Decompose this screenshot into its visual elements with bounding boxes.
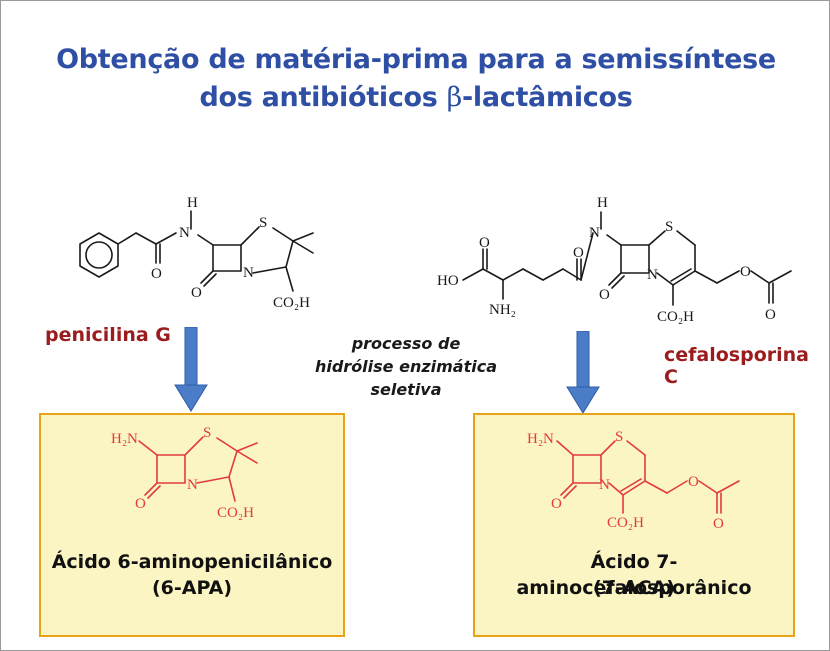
cephalosporin-atom-n-ring: N bbox=[647, 267, 658, 283]
arrow-down-right bbox=[566, 331, 600, 414]
cephalosporin-atom-ho: HO bbox=[437, 273, 459, 289]
cephalosporin-atom-n-amide: N bbox=[589, 225, 600, 241]
arrow-down-left bbox=[174, 327, 208, 412]
product-7aca-name: Ácido 7-aminocefalosporânico bbox=[516, 551, 752, 599]
cephalosporin-atom-co2h: CO₂H bbox=[657, 309, 694, 325]
title-beta-symbol: β bbox=[446, 82, 463, 113]
6apa-atom-s: S bbox=[203, 425, 211, 441]
penicillin-atom-h: H bbox=[187, 195, 198, 211]
cephalosporin-atom-o-lactam: O bbox=[599, 287, 610, 303]
penicillin-atom-co2h: CO₂H bbox=[273, 295, 310, 311]
process-label: processo de hidrólise enzimática seletiv… bbox=[301, 332, 511, 401]
product-box-7aca: Ácido 7-aminocefalosporânico (7-ACA) bbox=[473, 413, 795, 637]
7aca-atom-h2n: H₂N bbox=[527, 431, 554, 447]
penicillin-benzene-circle bbox=[85, 241, 113, 269]
7aca-atom-co2h: CO₂H bbox=[607, 515, 644, 531]
cephalosporin-atom-o-ester: O bbox=[740, 264, 751, 280]
cephalosporin-atom-s: S bbox=[665, 219, 673, 235]
cephalosporin-atom-h: H bbox=[597, 195, 608, 211]
penicillin-atom-n-ring: N bbox=[243, 265, 254, 281]
penicillin-atom-o2: O bbox=[191, 285, 202, 301]
6apa-atom-co2h: CO₂H bbox=[217, 505, 254, 521]
6apa-atom-n: N bbox=[187, 477, 198, 493]
cephalosporin-atom-o-chain: O bbox=[573, 245, 584, 261]
cephalosporin-atom-o-carbonyl: O bbox=[765, 307, 776, 323]
7aca-atom-n: N bbox=[599, 477, 610, 493]
process-line-2: hidrólise enzimática bbox=[314, 357, 498, 376]
6apa-atom-h2n: H₂N bbox=[111, 431, 138, 447]
product-7aca-abbr: (7-ACA) bbox=[593, 577, 675, 599]
penicillin-atom-s: S bbox=[259, 215, 267, 231]
process-line-1: processo de bbox=[351, 334, 461, 353]
cephalosporin-atom-nh2: NH₂ bbox=[489, 302, 516, 318]
6apa-atom-o: O bbox=[135, 496, 146, 512]
title-line-2-suffix: -lactâmicos bbox=[461, 82, 633, 113]
process-line-3: seletiva bbox=[370, 380, 442, 399]
title-line-2-prefix: dos antibióticos bbox=[199, 82, 447, 113]
penicillin-atom-o1: O bbox=[151, 266, 162, 282]
title-line-1: Obtenção de matéria-prima para a semissí… bbox=[56, 44, 776, 75]
7aca-atom-s: S bbox=[615, 429, 623, 445]
product-6apa-abbr: (6-APA) bbox=[151, 577, 233, 599]
cephalosporin-atom-o-acid: O bbox=[479, 235, 490, 251]
7aca-atom-o-ester: O bbox=[688, 474, 699, 490]
7aca-atom-o-lactam: O bbox=[551, 496, 562, 512]
7aca-atom-o-carbonyl: O bbox=[713, 516, 724, 532]
cephalosporin-c-label: cefalosporina C bbox=[664, 344, 809, 388]
product-6apa-name: Ácido 6-aminopenicilânico bbox=[51, 551, 333, 573]
penicillin-g-label: penicilina G bbox=[45, 324, 171, 346]
title-line-2: dos antibióticos β-lactâmicos bbox=[1, 81, 829, 115]
product-box-6apa: Ácido 6-aminopenicilânico (6-APA) bbox=[39, 413, 345, 637]
penicillin-atom-n-amide: N bbox=[179, 225, 190, 241]
